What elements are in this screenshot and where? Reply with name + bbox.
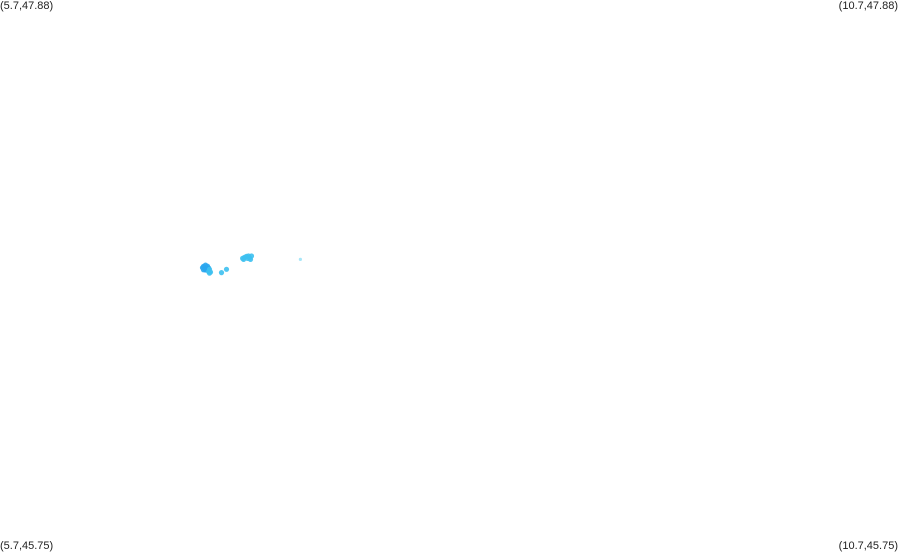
map-point[interactable] xyxy=(223,266,230,272)
map-point[interactable] xyxy=(247,256,254,262)
corner-label-top-right: (10.7,47.88) xyxy=(838,0,898,12)
map-point[interactable] xyxy=(298,257,302,261)
points-layer xyxy=(199,253,302,276)
map-point[interactable] xyxy=(200,267,207,273)
corner-label-bottom-left: (5.7,45.75) xyxy=(0,540,54,552)
corner-label-top-left: (5.7,47.88) xyxy=(0,0,54,12)
map-point[interactable] xyxy=(218,270,225,276)
corner-label-bottom-right: (10.7,45.75) xyxy=(838,540,898,552)
map-point[interactable] xyxy=(206,270,213,276)
